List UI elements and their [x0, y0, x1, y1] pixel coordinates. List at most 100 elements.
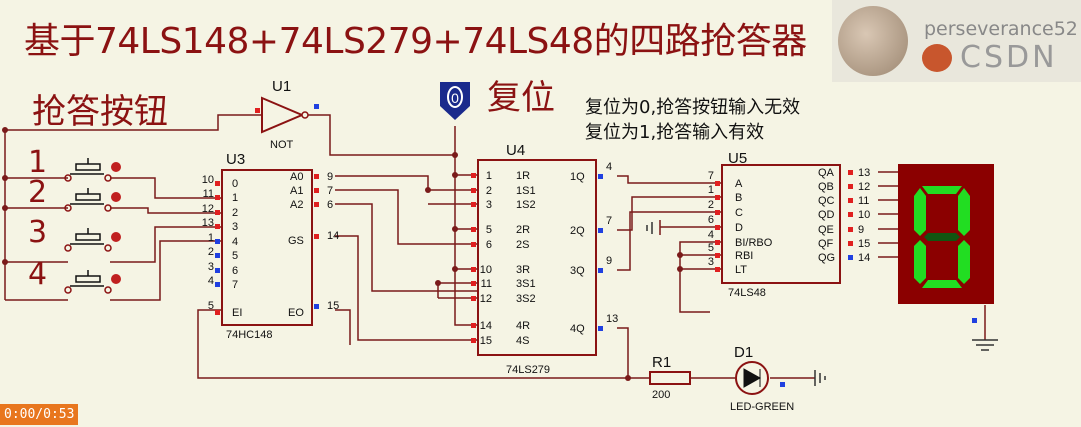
u5-in-pin-num: 2: [708, 199, 714, 211]
r1-ref: R1: [652, 354, 671, 371]
pin-markers: [215, 104, 977, 387]
u3-in-pin-num: 2: [208, 246, 214, 258]
r1-body: [649, 371, 691, 385]
push-button-label: 1: [28, 145, 47, 180]
u1-type: NOT: [270, 139, 294, 151]
u3-eo-pin-marker: [314, 304, 319, 309]
u4-in-pin-marker: [471, 242, 476, 247]
u5-out-pin-marker: [848, 241, 853, 246]
u4-out-pin-marker: [598, 326, 603, 331]
push-button-4[interactable]: [64, 270, 121, 294]
u3-eo-pin-num: 15: [327, 300, 339, 312]
u4-in-pin-num: 15: [480, 335, 492, 347]
u3-out-label: A1: [290, 185, 303, 197]
u5-out-label: QB: [818, 181, 834, 193]
u4-out-label: 2Q: [570, 225, 585, 237]
push-button-label: 2: [28, 175, 47, 210]
u3-out-pin-marker: [314, 202, 319, 207]
avatar: [838, 6, 908, 76]
buttons-title: 抢答按钮: [32, 92, 168, 132]
u3-in-pin-marker: [215, 210, 220, 215]
u4-out-pin-num: 9: [606, 255, 612, 267]
u3-in-pin-marker: [215, 195, 220, 200]
push-button-label: 4: [28, 257, 47, 292]
u5-out-label: QG: [818, 252, 835, 264]
u4-in-label: 1R: [516, 170, 530, 182]
u1-in-marker: [255, 108, 260, 113]
u3-in-label: 0: [232, 178, 238, 190]
u5-out-pin-marker: [848, 227, 853, 232]
u4-out-pin-marker: [598, 268, 603, 273]
u5-in-pin-marker: [715, 267, 720, 272]
push-button-label: 3: [28, 215, 47, 250]
u5-in-label: LT: [735, 264, 747, 276]
u5-out-pin-num: 14: [858, 252, 870, 264]
u5-in-pin-num: 3: [708, 256, 714, 268]
u5-in-pin-num: 1: [708, 184, 714, 196]
push-button-2[interactable]: [64, 188, 121, 212]
u3-in-label: 5: [232, 250, 238, 262]
u5-in-pin-marker: [715, 225, 720, 230]
chips: [221, 82, 994, 395]
u3-in-pin-marker: [215, 253, 220, 258]
u1-out-marker: [314, 104, 319, 109]
u5-in-label: B: [735, 192, 742, 204]
display-marker: [972, 318, 977, 323]
u3-ei-pin-marker: [215, 310, 220, 315]
u5-out-pin-marker: [848, 170, 853, 175]
u5-out-pin-num: 9: [858, 224, 864, 236]
u4-in-pin-num: 3: [486, 199, 492, 211]
u5-in-pin-marker: [715, 253, 720, 258]
d1-type: LED-GREEN: [730, 401, 794, 413]
u5-out-label: QA: [818, 167, 835, 179]
u4-in-label: 1S2: [516, 199, 536, 211]
u1-ref: U1: [272, 78, 291, 95]
u3-in-pin-num: 1: [208, 232, 214, 244]
u4-out-pin-num: 7: [606, 215, 612, 227]
u5-type: 74LS48: [728, 287, 766, 299]
u3-in-label: 6: [232, 265, 238, 277]
u5-out-label: QF: [818, 238, 834, 250]
u4-out-pin-num: 4: [606, 161, 612, 173]
reset-state: 0: [451, 90, 459, 106]
u4-in-pin-num: 12: [480, 293, 492, 305]
not-gate: [261, 96, 305, 134]
u3-out-label: A2: [290, 199, 303, 211]
u5-ref: U5: [728, 150, 747, 167]
u4-body: [477, 159, 597, 356]
u3-in-label: 7: [232, 279, 238, 291]
u5-out-pin-num: 11: [858, 195, 869, 207]
u5-out-label: QC: [818, 195, 835, 207]
u5-out-pin-num: 10: [858, 209, 870, 221]
u3-in-pin-marker: [215, 268, 220, 273]
u3-ei-pin-num: 5: [208, 300, 214, 312]
u3-in-pin-marker: [215, 239, 220, 244]
u3-in-pin-num: 13: [202, 217, 214, 229]
u5-in-pin-num: 5: [708, 242, 714, 254]
u3-eo-label: EO: [288, 307, 304, 319]
u3-in-label: 2: [232, 207, 238, 219]
u5-in-label: A: [735, 178, 743, 190]
u4-in-pin-marker: [471, 202, 476, 207]
push-button-3[interactable]: [64, 228, 121, 252]
u5-in-pin-num: 7: [708, 170, 714, 182]
u4-in-pin-num: 2: [486, 185, 492, 197]
u4-in-pin-marker: [471, 281, 476, 286]
junctions: [2, 127, 683, 381]
u3-in-pin-num: 3: [208, 261, 214, 273]
u3-in-label: 1: [232, 192, 238, 204]
u3-in-pin-marker: [215, 282, 220, 287]
push-buttons: 1 2 3 4: [28, 145, 121, 294]
u4-in-label: 3S1: [516, 278, 536, 290]
u4-in-label: 2S: [516, 239, 529, 251]
playback-timer: 0:00/0:53: [0, 404, 79, 425]
u3-in-pin-num: 10: [202, 174, 214, 186]
u5-in-pin-marker: [715, 195, 720, 200]
u3-out-pin-num: 6: [327, 199, 333, 211]
watermark: perseverance52 CSDN: [832, 0, 1081, 82]
u5-in-label: D: [735, 222, 743, 234]
push-button-1[interactable]: [64, 158, 121, 182]
u4-out-label: 1Q: [570, 171, 585, 183]
